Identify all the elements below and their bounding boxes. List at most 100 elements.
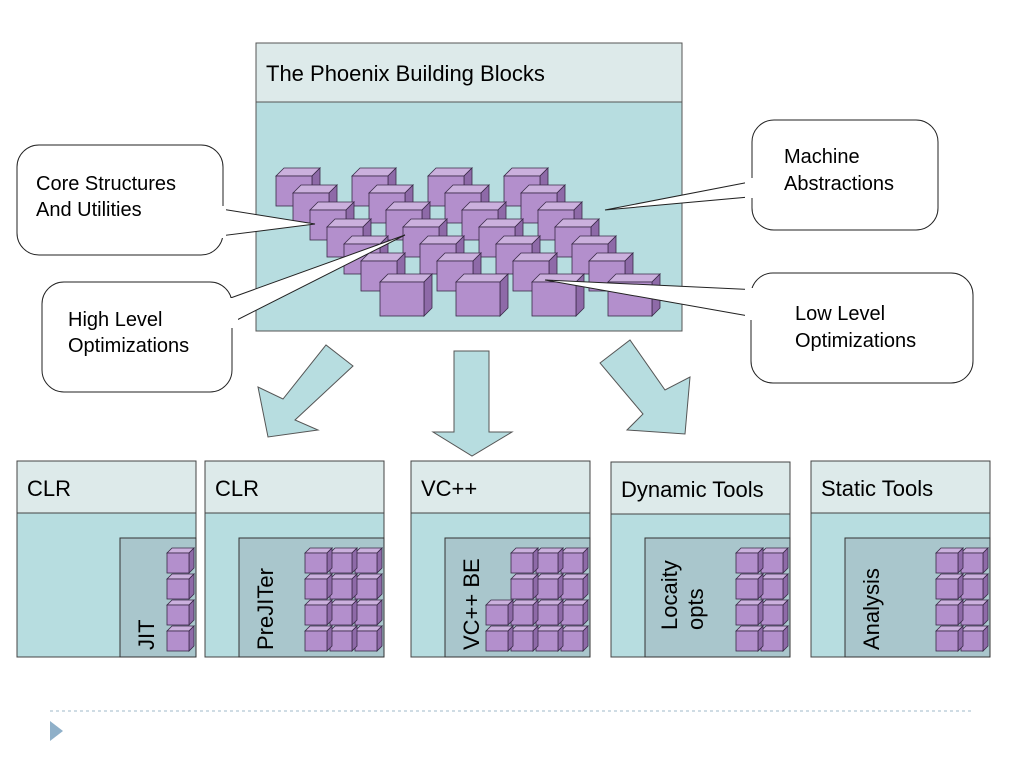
- callout-high-line-1: High Level: [68, 309, 163, 331]
- callout-high-line-2: Optimizations: [68, 335, 189, 357]
- callout-machine-text: Machine Abstractions: [784, 146, 894, 195]
- callout-low-line-2: Optimizations: [795, 330, 916, 352]
- target-cube-stack: [304, 547, 383, 652]
- callout-low-bubble: [750, 272, 974, 384]
- target-label-line: PreJITer: [253, 568, 278, 650]
- target-box-header: [810, 460, 991, 514]
- target-cube-stack: [735, 547, 789, 652]
- callout-core-joint: [208, 206, 226, 238]
- callout-machine-joint: [745, 178, 759, 198]
- cube-icon: [379, 273, 433, 317]
- target-box-title: VC++: [421, 476, 477, 501]
- cube-icon: [531, 273, 585, 317]
- target-boxes: CLR JIT CLR PreJITer VC++ VC++ BE Dynamic Tool…: [16, 460, 991, 658]
- target-label: PreJITer: [253, 568, 278, 650]
- cube-icon: [485, 599, 514, 626]
- cube-icon: [560, 599, 589, 626]
- callout-high-text: High Level Optimizations: [68, 309, 189, 357]
- callout-core-bubble: [16, 144, 224, 256]
- callout-core-text: Core Structures And Utilities: [36, 173, 182, 221]
- callout-low-text: Low Level Optimizations: [795, 303, 916, 352]
- target-cube-stack: [485, 547, 589, 652]
- cube-icon: [560, 573, 589, 600]
- cube-icon: [535, 573, 564, 600]
- cube-icon: [329, 625, 358, 652]
- cube-icon: [960, 547, 989, 574]
- callout-machine-bubble: [751, 119, 939, 231]
- target-label-line: Locaity: [657, 560, 682, 630]
- target-label: JIT: [134, 619, 159, 650]
- cube-icon: [510, 573, 539, 600]
- target-label-line: Analysis: [859, 568, 884, 650]
- cube-icon: [935, 547, 964, 574]
- arrow-down: [431, 350, 514, 457]
- callout-high-bubble: [41, 281, 233, 393]
- cube-icon: [535, 625, 564, 652]
- cube-icon: [485, 625, 514, 652]
- cube-icon: [166, 547, 195, 574]
- cube-icon: [935, 625, 964, 652]
- cube-icon: [735, 625, 764, 652]
- target-cube-stack: [166, 547, 195, 652]
- target-box: CLR PreJITer: [204, 460, 385, 658]
- cube-icon: [935, 573, 964, 600]
- target-label: VC++ BE: [459, 558, 484, 650]
- cube-icon: [960, 625, 989, 652]
- callout-low-line-1: Low Level: [795, 303, 885, 325]
- cube-icon: [560, 625, 589, 652]
- cube-icon: [560, 547, 589, 574]
- cube-icon: [535, 599, 564, 626]
- target-box-title: Static Tools: [821, 476, 933, 501]
- target-box-header: [204, 460, 385, 514]
- target-box-header: [610, 461, 791, 515]
- cube-icon: [455, 273, 509, 317]
- cube-icon: [354, 599, 383, 626]
- target-box-title: CLR: [215, 476, 259, 501]
- cube-icon: [304, 573, 333, 600]
- callout-machine-line-1: Machine: [784, 146, 860, 168]
- target-label: Locaityopts: [657, 560, 708, 630]
- cube-icon: [760, 625, 789, 652]
- cube-icon: [304, 599, 333, 626]
- target-label-line: opts: [683, 588, 708, 630]
- cube-icon: [166, 625, 195, 652]
- callout-core-line-2: And Utilities: [36, 199, 142, 221]
- cube-icon: [960, 599, 989, 626]
- target-box: CLR JIT: [16, 460, 197, 658]
- target-cube-stack: [935, 547, 989, 652]
- cube-icon: [166, 573, 195, 600]
- callout-low-joint: [745, 288, 759, 320]
- cube-icon: [510, 625, 539, 652]
- cube-icon: [760, 599, 789, 626]
- cube-icon: [354, 573, 383, 600]
- cube-icon: [510, 547, 539, 574]
- target-box-title: CLR: [27, 476, 71, 501]
- main-cube-grid: [275, 167, 661, 317]
- target-label-line: JIT: [134, 619, 159, 650]
- cube-icon: [535, 547, 564, 574]
- cube-icon: [304, 625, 333, 652]
- callout-machine-line-2: Abstractions: [784, 173, 894, 195]
- callouts: Core Structures And Utilities High Level…: [16, 119, 974, 393]
- cube-icon: [735, 573, 764, 600]
- target-label: Analysis: [859, 568, 884, 650]
- cube-icon: [166, 599, 195, 626]
- arrow-down-left: [257, 344, 354, 438]
- bullet-icon: [50, 721, 63, 741]
- target-box-header: [16, 460, 197, 514]
- cube-icon: [960, 573, 989, 600]
- cube-icon: [304, 547, 333, 574]
- cube-icon: [760, 573, 789, 600]
- main-box-header: [255, 42, 683, 103]
- target-label-line: VC++ BE: [459, 558, 484, 650]
- target-box-header: [410, 460, 591, 514]
- cube-icon: [935, 599, 964, 626]
- main-box-title: The Phoenix Building Blocks: [266, 61, 545, 86]
- cube-icon: [329, 599, 358, 626]
- cube-icon: [735, 599, 764, 626]
- target-box: VC++ VC++ BE: [410, 460, 591, 658]
- cube-icon: [329, 573, 358, 600]
